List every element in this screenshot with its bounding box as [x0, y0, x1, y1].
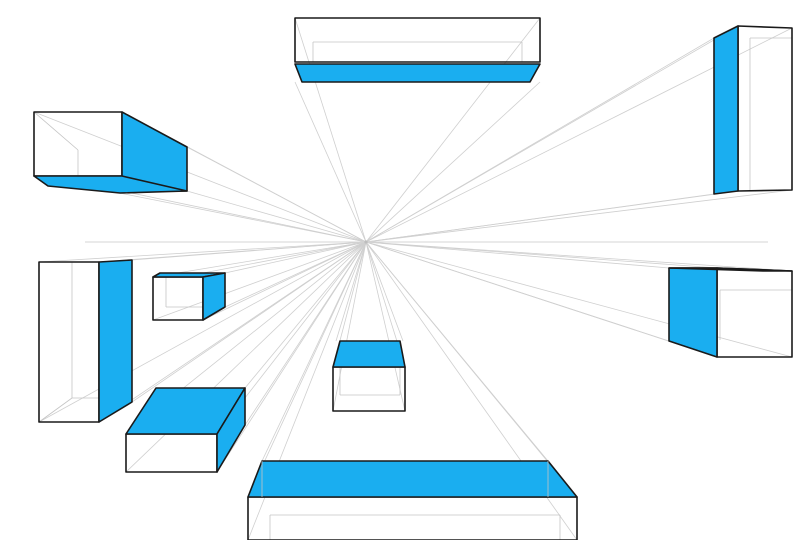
hidden-edge — [38, 397, 73, 423]
box-face-outline — [294, 17, 541, 63]
box-face-shaded — [216, 387, 246, 473]
box-tall-left — [38, 259, 133, 423]
box-face-shaded — [247, 460, 578, 498]
box-right-middle — [668, 267, 793, 358]
box-bottom-center — [247, 460, 578, 540]
vanishing-point — [364, 240, 368, 244]
box-face-shaded — [33, 175, 188, 194]
construction-line — [365, 190, 739, 243]
box-face-shaded — [668, 267, 718, 358]
construction-line — [38, 241, 367, 263]
construction-line — [365, 17, 541, 243]
hidden-edge — [33, 111, 79, 151]
box-face-outline — [716, 267, 793, 358]
construction-line — [365, 241, 670, 269]
construction-line — [365, 189, 793, 243]
construction-line — [131, 241, 367, 403]
construction-line — [335, 241, 367, 342]
box-face-shaded — [713, 25, 739, 195]
box-face-outline — [125, 433, 218, 473]
box-lower-left — [125, 387, 246, 473]
box-top-center — [294, 17, 541, 83]
construction-line — [365, 25, 739, 243]
box-lower-center-ghost — [261, 461, 549, 497]
box-upper-right — [713, 25, 793, 195]
construction-line — [152, 241, 367, 278]
construction-line — [365, 241, 404, 342]
construction-line — [365, 241, 793, 358]
construction-line — [294, 17, 367, 243]
construction-line — [261, 241, 367, 462]
box-face-shaded — [202, 272, 226, 321]
construction-line — [224, 241, 367, 308]
construction-line — [365, 81, 541, 243]
construction-line — [186, 146, 367, 243]
construction-line — [244, 241, 367, 426]
box-face-shaded — [294, 63, 541, 83]
construction-line — [186, 190, 367, 243]
construction-line — [202, 241, 367, 274]
construction-line — [224, 241, 367, 274]
construction-line — [38, 241, 367, 423]
construction-line — [365, 241, 793, 272]
construction-line — [332, 241, 367, 412]
construction-line — [216, 241, 367, 473]
construction-line — [247, 241, 367, 498]
box-small-left — [152, 272, 226, 321]
construction-line — [131, 241, 367, 261]
construction-line — [244, 241, 367, 389]
box-upper-left — [33, 111, 188, 194]
construction-line — [202, 241, 367, 321]
box-face-shaded — [668, 267, 793, 272]
box-face-outline — [247, 496, 578, 540]
construction-line — [294, 81, 367, 243]
boxes-group — [33, 17, 793, 540]
construction-line — [365, 241, 578, 498]
construction-line — [33, 111, 367, 243]
box-face-shaded — [98, 259, 133, 423]
construction-line — [365, 241, 718, 358]
box-face-shaded — [332, 340, 406, 368]
box-face-outline — [152, 276, 204, 321]
box-center — [332, 340, 406, 412]
construction-line — [365, 241, 406, 412]
box-face-outline — [332, 366, 406, 412]
construction-line — [121, 190, 367, 243]
